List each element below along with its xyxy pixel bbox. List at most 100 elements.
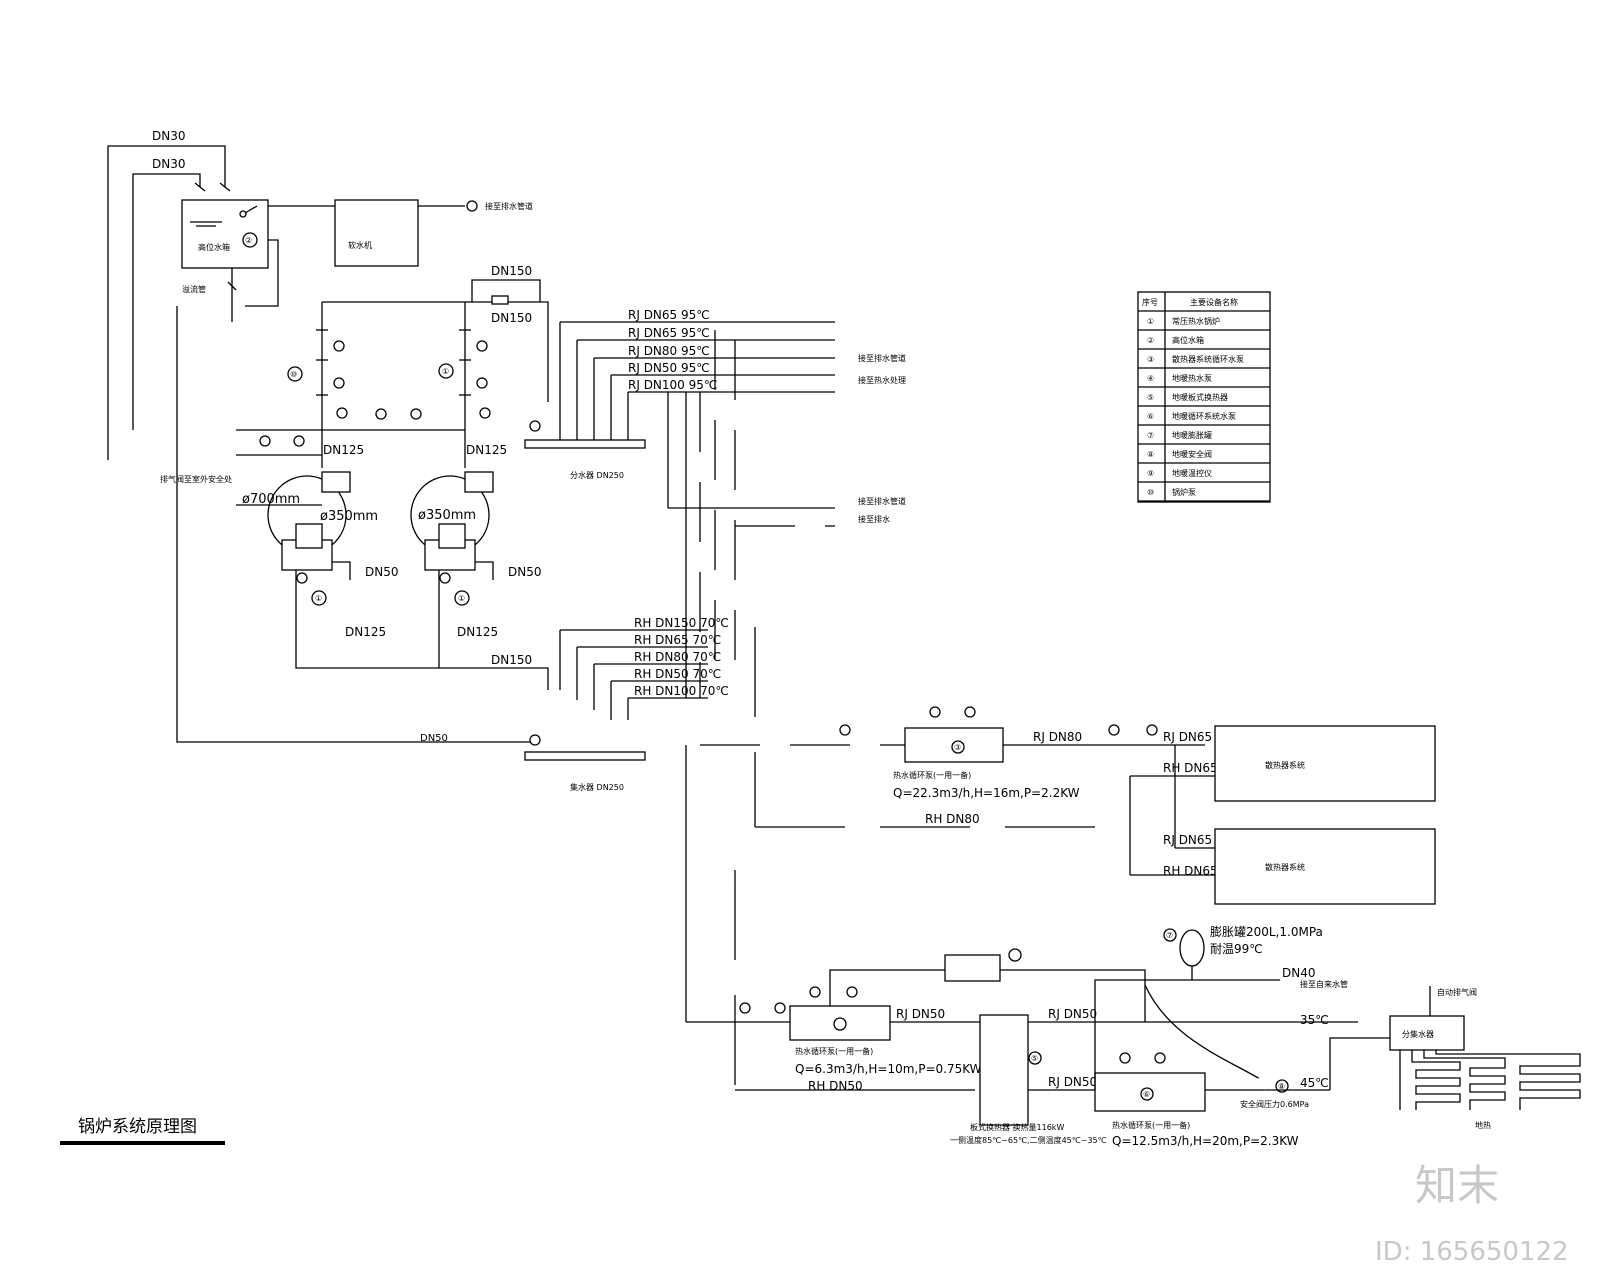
legend-row-name: 锅炉泵 [1172,487,1196,497]
return-header [524,751,646,761]
expansion-tank [1179,929,1205,967]
floor-label: 地热 [1475,1120,1491,1130]
rh-dn65-a-label: RH DN65 [1163,761,1218,775]
dn125-left-label: DN125 [323,443,364,457]
floor-loop-2 [1423,1050,1506,1110]
high-water-tank [181,199,269,269]
gauge-icon [476,377,488,389]
dn150-top-label: DN150 [491,264,532,278]
gauge-icon [929,706,941,718]
legend-row-no: ⑥ [1147,412,1154,421]
gauge-icon [774,1002,786,1014]
manifold-label: 分集水器 [1402,1029,1434,1039]
rj-dn50-b-label: RJ DN50 [1048,1007,1097,1021]
rj-label-1: RJ DN65 95℃ [628,308,710,322]
dn30-label-b: DN30 [152,157,186,171]
valve-icon [219,182,231,192]
callout-1-text: ① [315,594,322,603]
gauge-icon [479,407,491,419]
dn50-left-label: DN50 [365,565,399,579]
gauge-icon [259,435,271,447]
dn150-bottom-label: DN150 [491,653,532,667]
callout-1c-text: ① [458,594,465,603]
tank-spec-1: 膨胀罐200L,1.0MPa [1210,925,1323,939]
legend-head-name: 主要设备名称 [1190,297,1238,307]
gauge-icon [529,734,541,746]
rh-dn65-b-label: RH DN65 [1163,864,1218,878]
gauge-icon [336,407,348,419]
to-supply-b: 接至热水处理 [858,375,906,385]
gauge-icon [296,572,308,584]
pump3-spec: Q=12.5m3/h,H=20m,P=2.3KW [1112,1134,1299,1148]
gauge-icon [333,340,345,352]
load2-label: 散热器系统 [1265,862,1305,872]
callout-5-text: ⑤ [1031,1054,1038,1063]
auto-vent-label: 自动排气阀 [1437,987,1477,997]
gauge-icon [739,1002,751,1014]
rh-label-4: RH DN50 70℃ [634,667,721,681]
legend-row-name: 散热器系统循环水泵 [1172,354,1244,364]
dn50-return-label: DN50 [420,733,448,744]
callout-3-text: ③ [954,743,961,752]
floor-manifold [1389,1015,1465,1051]
supply-header-group: RJ DN65 95℃ RJ DN65 95℃ RJ DN80 95℃ RJ D… [524,308,906,527]
rj-label-3: RJ DN80 95℃ [628,344,710,358]
legend-row-no: ① [1147,317,1154,326]
callout-6 [1140,1087,1154,1101]
legend-row-name: 常压热水锅炉 [1172,316,1220,326]
tank-spec-2: 耐温99℃ [1210,942,1263,956]
callout-7-text: ⑦ [1166,931,1173,940]
callout-6-text: ⑥ [1143,1090,1150,1099]
rj-dn50-label: RJ DN50 [896,1007,945,1021]
supply-header [524,439,646,449]
gauge-icon [439,572,451,584]
callout-8 [1275,1079,1289,1093]
overflow-label: 溢流管 [182,284,206,294]
rj-dn65-a-label: RJ DN65 [1163,730,1212,744]
floor-loop-3 [1435,1050,1581,1110]
to-supply-d: 接至排水 [858,514,890,524]
phi700-label: ø700mm [242,492,300,507]
legend-row-no: ② [1147,336,1154,345]
hx-spec-1: 板式换热器 换热量116kW [970,1122,1064,1132]
gauge-icon [839,724,851,736]
legend-head-no: 序号 [1142,297,1158,307]
floor-loop-1 [1399,1050,1461,1110]
supply-header-label: 分水器 DN250 [570,470,624,480]
callout-1b-text: ① [442,367,449,376]
dn30-label-a: DN30 [152,129,186,143]
dn150-top2-label: DN150 [491,311,532,325]
plate-heat-exchanger [979,1014,1029,1126]
pump-set-2 [789,1005,891,1041]
callout-1 [311,590,327,606]
pump-set-3 [1094,1072,1206,1112]
rj-dn65-b-label: RJ DN65 [1163,833,1212,847]
legend-row-no: ⑦ [1147,431,1154,440]
callout-4 [833,1017,847,1031]
rh-label-5: RH DN100 70℃ [634,684,729,698]
gauge-icon [1119,1052,1131,1064]
to-supply-c: 接至排水管道 [858,496,906,506]
radiator-load-1 [1214,725,1436,802]
legend-row-name: 地暖循环系统水泵 [1172,411,1236,421]
load1-label: 散热器系统 [1265,760,1305,770]
rj-dn80-label: RJ DN80 [1033,730,1082,744]
dn40-label: DN40 [1282,966,1316,980]
return-header-label: 集水器 DN250 [570,782,624,792]
softener-label: 软水机 [348,240,372,250]
dn125-br-label: DN125 [457,625,498,639]
callout-9 [1008,948,1022,962]
legend-row-no: ③ [1147,355,1154,364]
rj-dn50-c-label: RJ DN50 [1048,1075,1097,1089]
high-water-tank-group: DN30 DN30 高位水箱 ② 软水机 接至排水管道 溢流管 [107,129,533,460]
legend-row-name: 地暖安全阀 [1172,449,1212,459]
phi350-left-label: ø350mm [320,509,378,524]
rh-label-3: RH DN80 70℃ [634,650,721,664]
gauge-icon [1154,1052,1166,1064]
gauge-icon [410,408,422,420]
pump3-label: 热水循环泵(一用一备) [1112,1120,1190,1130]
callout-1b [438,363,454,379]
gauge-icon [529,420,541,432]
rj-label-5: RJ DN100 95℃ [628,378,717,392]
pump1-spec: Q=22.3m3/h,H=16m,P=2.2KW [893,786,1080,800]
